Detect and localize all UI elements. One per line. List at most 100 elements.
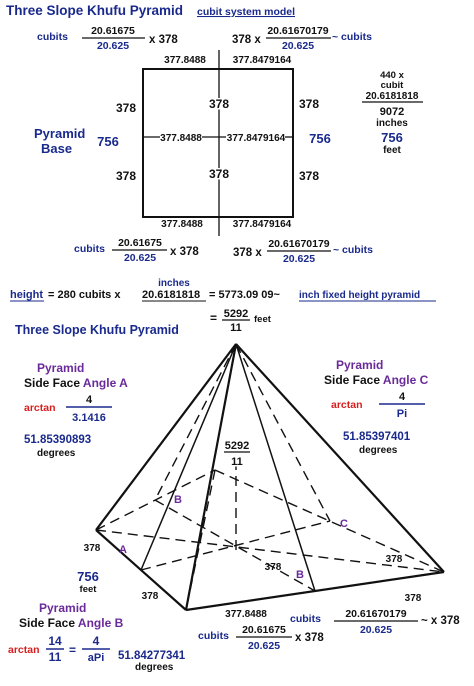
formula-numerator: 20.61675 [242,624,286,636]
base-mid-left-length: 377.8488 [160,133,202,144]
pyramid-base-square: 377.8488 377.8479164 377.8488 377.847916… [34,50,331,236]
side-total: 756 [77,569,99,584]
formula-suffix: ~ cubits [333,244,373,256]
angle-b-denominator-2: aPi [88,652,105,664]
hidden-face-a-1 [154,343,237,501]
angle-b-unit: degrees [135,662,174,673]
face-apothems [140,343,316,592]
formula-numerator: 20.61670179 [345,608,406,620]
angle-b-title: Pyramid [39,601,86,615]
angle-c-arctan: arctan [331,399,363,411]
pyramid-height-fraction: 5292 11 [223,439,250,470]
note-line3: 20.6181818 [366,91,419,102]
pyramid-height-numerator: 5292 [225,440,249,452]
edge-label-left: 378 [84,543,101,554]
page-title: Three Slope Khufu Pyramid [6,3,183,18]
edge-label-front-right: 378 [405,593,422,604]
angle-a-title: Pyramid [37,361,84,375]
base-top-left-length: 377.8488 [164,55,206,66]
height-fraction-prefix: = [210,311,217,325]
height-label: height [10,289,43,301]
bottom-mid-length: 377.8488 [225,609,267,620]
apothem-right [235,343,316,592]
pyramid-base-label-line1: Pyramid [34,126,85,141]
angle-c-block: Pyramid Side Face Angle C arctan 4 Pi 51… [324,358,429,456]
fixed-height-note: inch fixed height pyramid [299,290,420,301]
hidden-face-c-1 [235,343,331,522]
angle-a-numerator: 4 [86,394,93,406]
height-expression-2: = 5773.09 09~ [209,289,281,301]
base-mid-right-length: 377.8479164 [227,133,286,144]
formula-lead: 378 x [232,34,261,46]
base-side-left-top: 378 [116,101,136,115]
base-bottom-right-length: 377.8479164 [233,219,292,230]
formula-multiplier: x 378 [170,246,199,258]
pyramid-height-denominator: 11 [231,456,243,468]
angle-b-equals: = [69,643,76,657]
face-marker-b-upper: B [174,494,182,506]
formula-denominator: 20.625 [283,253,315,265]
pyramid-base-label-line2: Base [41,141,72,156]
angle-a-subtitle: Side Face Angle A [24,376,128,390]
formula-multiplier: x 378 [149,34,178,46]
page-subtitle: cubit system model [197,6,295,18]
angle-a-value: 51.85390893 [24,434,91,446]
base-square-outline [142,68,294,218]
pyramid-section-title: Three Slope Khufu Pyramid [15,323,179,337]
mid-right-formula: 378 x 20.61670179 20.625 ~ cubits [233,238,373,265]
base-bottom-left-length: 377.8488 [161,219,203,230]
edge-label-front-left: 378 [142,591,159,602]
formula-numerator: 20.61675 [91,25,135,37]
top-left-formula: cubits 20.61675 20.625 x 378 [37,25,178,52]
note-line1: 440 x [380,70,404,81]
bottom-left-formula: cubits 20.61675 20.625 x 378 [198,624,324,652]
note-line4: 9072 [380,106,404,118]
angle-a-unit: degrees [37,448,76,459]
formula-denominator: 20.625 [248,640,280,652]
formula-denominator: 20.625 [282,40,314,52]
note-line7: feet [383,145,401,156]
hidden-edges [95,343,445,611]
apothem-left [140,343,237,571]
edge-apex-front [184,343,238,611]
note-line6: 756 [381,130,403,145]
face-marker-c: C [340,518,348,530]
formula-numerator: 20.61670179 [268,238,329,250]
base-top-right-length: 377.8479164 [233,55,292,66]
note-line5: inches [376,118,408,129]
cubit-value: 20.6181818 [142,289,200,301]
angle-b-arctan: arctan [8,644,40,656]
angle-c-subtitle: Side Face Angle C [324,373,429,387]
height-fraction-denominator: 11 [230,322,242,334]
angle-b-denominator-1: 11 [49,650,62,664]
base-inner-bottom-value: 378 [209,167,229,181]
formula-prefix: cubits [74,243,105,255]
angle-a-block: Pyramid Side Face Angle A arctan 4 3.141… [24,361,128,459]
angle-b-numerator-1: 14 [48,634,62,648]
formula-multiplier: x 378 [295,632,324,644]
angle-c-title: Pyramid [336,358,383,372]
base-total-left: 756 [97,134,119,149]
height-fraction-unit: feet [254,314,272,325]
angle-a-arctan: arctan [24,402,56,414]
edge-apex-right [235,343,445,573]
edge-label-right: 378 [386,554,403,565]
formula-numerator: 20.61675 [118,237,162,249]
angle-c-denominator: Pi [397,408,407,420]
top-right-formula: 378 x 20.61670179 20.625 ~ cubits [232,25,372,52]
edge-label-center: 378 [265,562,282,573]
hidden-back-edge-right [214,469,445,573]
formula-numerator: 20.61670179 [267,25,328,37]
angle-b-value: 51.84277341 [118,650,186,662]
base-side-left-bottom: 378 [116,169,136,183]
formula-lead: 378 x [233,247,262,259]
angle-c-numerator: 4 [399,391,406,403]
formula-suffix: ~ cubits [332,31,372,43]
angle-c-unit: degrees [359,445,398,456]
cubit-conversion-note: 440 x cubit 20.6181818 9072 inches 756 f… [362,70,423,156]
height-equation: inches height = 280 cubits x 20.6181818 … [10,278,436,334]
edge-apex-left [95,343,237,531]
height-expression-1: = 280 cubits x [48,289,121,301]
face-marker-b-lower: B [296,569,304,581]
